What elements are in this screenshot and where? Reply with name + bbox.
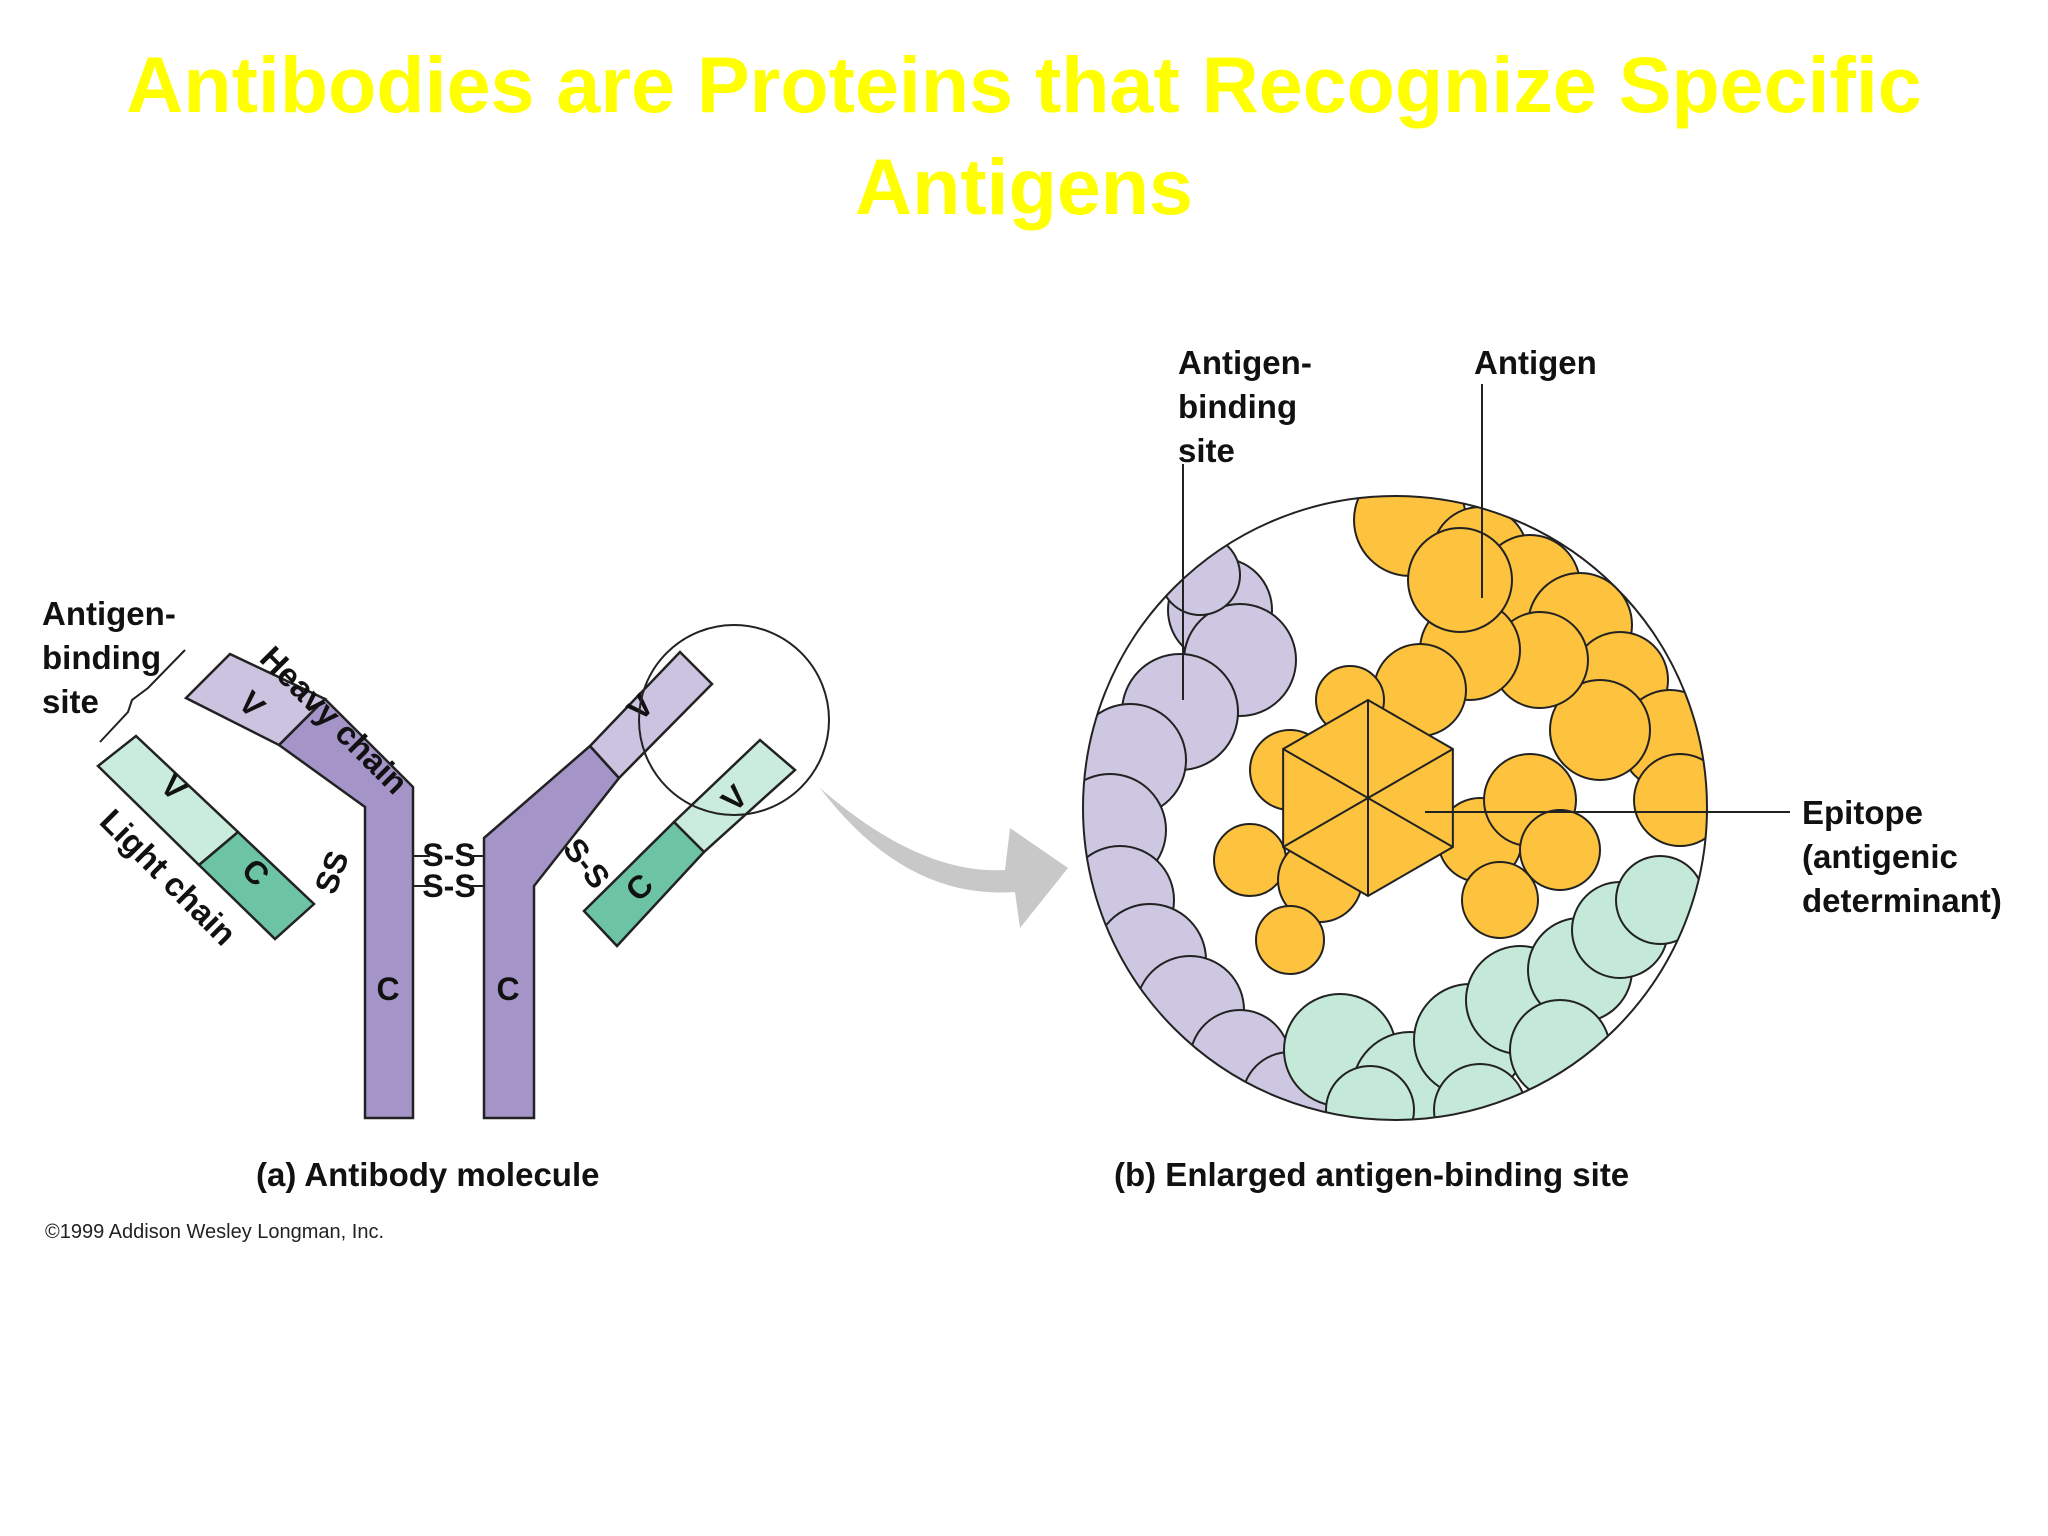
disulfide-bond-bottom: S-S — [422, 868, 475, 904]
right-heavy-chain — [482, 650, 714, 1120]
svg-text:binding: binding — [1178, 388, 1297, 425]
epitope-spoke — [1282, 797, 1369, 848]
svg-text:(antigenic: (antigenic — [1802, 838, 1958, 875]
epitope-spoke — [1367, 748, 1454, 799]
epitope-spoke — [1282, 748, 1369, 799]
zoom-highlight-circle — [638, 624, 830, 816]
slide-title: Antibodies are Proteins that Recognize S… — [0, 34, 2048, 238]
antigen-atom — [1461, 861, 1539, 939]
antigen-atom — [1255, 905, 1325, 975]
right-heavy-arm-constant — [482, 744, 621, 1120]
caption-a: (a) Antibody molecule — [256, 1156, 599, 1193]
binding-site-bracket — [99, 649, 186, 743]
title-line-2: Antigens — [855, 142, 1193, 231]
svg-text:Antigen-: Antigen- — [42, 595, 176, 632]
antigen-atom — [1213, 823, 1287, 897]
right-light-constant — [582, 820, 706, 948]
light-chain-atom — [1325, 1065, 1415, 1120]
disulfide-bond-left-light: SS — [307, 846, 355, 898]
antibody-molecule: V V C C C V V C S-S S-S SS S-S Heavy cha… — [42, 595, 830, 1120]
antigen-label: Antigen — [1474, 344, 1597, 381]
title-line-1: Antibodies are Proteins that Recognize S… — [126, 40, 1922, 129]
epitope-hexagon — [1282, 698, 1454, 898]
antigen-atom — [1549, 679, 1651, 781]
copyright-notice: ©1999 Addison Wesley Longman, Inc. — [45, 1221, 384, 1243]
antigen-atom — [1407, 527, 1513, 633]
svg-text:Epitope: Epitope — [1802, 794, 1923, 831]
left-light-constant — [197, 830, 316, 941]
svg-text:Antigen-: Antigen- — [1178, 344, 1312, 381]
svg-text:binding: binding — [42, 639, 161, 676]
left-stem-c-label: C — [376, 971, 399, 1007]
svg-text:site: site — [1178, 432, 1235, 469]
left-light-chain — [96, 734, 316, 941]
antigen-atom — [1519, 809, 1601, 891]
epitope-label: Epitope (antigenic determinant) — [1802, 794, 2002, 919]
light-chain-atom — [1433, 1063, 1527, 1120]
antigen-atoms — [1213, 496, 1707, 975]
left-heavy-chain — [183, 652, 415, 1120]
antigen-atom — [1633, 753, 1707, 847]
heavy-chain-atom — [1159, 534, 1241, 616]
light-chain-atom — [1509, 999, 1611, 1101]
epitope-spoke — [1367, 797, 1454, 848]
right-stem-c-label: C — [496, 971, 519, 1007]
right-light-chain — [582, 738, 797, 948]
enlarged-binding-site: Antigen- binding site Antigen Epitope (a… — [1082, 344, 2002, 1121]
disulfide-bond-top: S-S — [422, 837, 475, 873]
svg-text:determinant): determinant) — [1802, 882, 2002, 919]
antigen-binding-site-label-b: Antigen- binding site — [1178, 344, 1312, 469]
right-heavy-variable — [588, 650, 714, 780]
svg-text:site: site — [42, 683, 99, 720]
zoom-circle-outline — [1082, 495, 1708, 1121]
zoom-arrow — [820, 788, 1068, 928]
caption-b: (b) Enlarged antigen-binding site — [1114, 1156, 1629, 1193]
antigen-binding-site-label-a: Antigen- binding site — [42, 595, 176, 720]
light-chain-atom — [1615, 855, 1705, 945]
